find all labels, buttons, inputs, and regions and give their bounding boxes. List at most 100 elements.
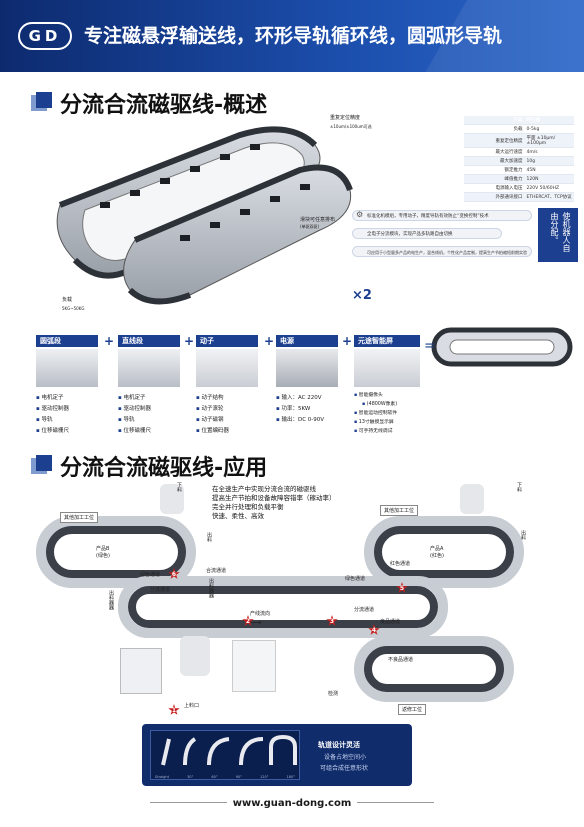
step-star-icon: 3: [326, 615, 338, 626]
product-b-color: (绿色): [96, 553, 110, 559]
component-item: 位移磁栅尺: [36, 428, 69, 434]
app-feature: 提高生产节拍和设备故障容错率（稼动率）: [212, 494, 336, 502]
small-loop-illustration: [431, 327, 573, 367]
component-item: 驱动控制器: [118, 406, 151, 412]
flow-label: 产线流向: [250, 611, 271, 617]
app-feature: 快速、柔性、高效: [212, 512, 264, 520]
design-title: 轨道设计灵活: [318, 741, 360, 749]
feature-pill-1: 标准化机模组，专用动子，精度导轨有效防止“变换控制”技术: [352, 210, 532, 221]
application-features: 在全速生产中实现分流合流的磁驱线 提高生产节拍和设备故障容错率（稼动率） 完全并…: [212, 485, 336, 521]
component-item: 动子磁钢: [196, 417, 224, 423]
angle-label: 60°: [211, 775, 218, 779]
component-mover: 动子 动子结构 动子滚轮 动子磁钢 位置编码器: [196, 335, 258, 437]
unload-right-label: 出料: [520, 530, 526, 540]
overview-track-illustration: [56, 126, 353, 305]
accuracy-callout: 重复定位精度: [330, 115, 361, 121]
right-loop-outer: [364, 516, 524, 588]
load-callout: 负载: [62, 297, 73, 303]
angle-label: 30°: [187, 775, 194, 779]
plus-icon: +: [184, 334, 195, 348]
split-channel-label-2: 分流通道: [354, 607, 375, 613]
plus-icon: +: [264, 334, 275, 348]
component-item: 13寸触摸显示屏: [354, 420, 394, 425]
feature-pill-3: 可应用于小型量多产品的电生产，混合线机，个性化产品定制，提高生产节拍缩短前期实验: [352, 246, 532, 257]
plus-icon: +: [104, 334, 115, 348]
robot-arm-loader: [180, 636, 210, 676]
spec-val: 0-5kg: [524, 124, 574, 134]
angle-label: 90°: [235, 775, 242, 779]
spec-key: 电源输入电压: [464, 183, 525, 193]
arrow-right-icon: ⟶: [250, 618, 262, 627]
spec-key: 最大运行速度: [464, 147, 525, 157]
step-star-icon: 2: [242, 615, 254, 626]
spec-val: 平面 ±10μm/±100μm: [524, 133, 574, 148]
left-loop-outer: [36, 516, 196, 588]
spec-key: 额定推力: [464, 165, 525, 175]
smart-screen-image: [354, 349, 420, 387]
step-star-icon: 6: [168, 568, 180, 579]
product-a-color: (红色): [430, 553, 444, 559]
component-item: 功率：5KW: [276, 406, 310, 412]
green-channel-label-2: 绿色通道: [345, 576, 366, 582]
left-side-label: 出料器器: [108, 590, 114, 610]
product-a-label: 产品A: [430, 546, 444, 552]
reject-loop-outer: [354, 636, 514, 702]
merge-channel-label: 合流通道: [206, 568, 227, 574]
accuracy-value: ±10um/±100um可选: [330, 124, 372, 129]
split-channel-label: 分流通道: [150, 587, 171, 593]
component-title: 电源: [276, 335, 338, 347]
component-item: 输入：AC 220V: [276, 395, 322, 401]
spec-val: 45N: [524, 165, 574, 175]
app-feature: 完全并行处理和负载平衡: [212, 503, 284, 511]
component-item: 电机定子: [118, 395, 146, 401]
vertical-note: 使机器人自由分配。: [538, 208, 578, 262]
main-loop: [128, 586, 438, 628]
component-item: (4800W像素): [354, 402, 397, 407]
spec-head-type: 环行线: [524, 116, 574, 125]
component-title: 圆弧段: [36, 335, 98, 347]
slider-icon: ⚙: [356, 210, 364, 219]
section2-title: 分流合流磁驱线-应用: [60, 456, 268, 481]
right-side-label: 出料器器: [208, 578, 214, 598]
spec-val: 220V 50/60HZ: [524, 183, 574, 193]
step-star-icon: 5: [396, 582, 408, 593]
company-logo: GD: [18, 22, 72, 50]
component-item: 位移磁栅尺: [118, 428, 151, 434]
design-line2: 可组合成任意形状: [320, 765, 369, 772]
header-banner: [0, 0, 584, 72]
component-item: 动子结构: [196, 395, 224, 401]
design-line1: 设备占地空间小: [324, 754, 367, 761]
spec-key: 外部通讯接口: [464, 192, 525, 202]
component-straight: 直线段 电机定子 驱动控制器 导轨 位移磁栅尺: [118, 335, 180, 437]
component-item: 导轨: [36, 417, 53, 423]
step-star-icon: 4: [368, 624, 380, 635]
component-item: 可手持无线调试: [354, 429, 392, 434]
spec-key: 重复定位精度: [464, 133, 525, 148]
component-item: 驱动控制器: [36, 406, 69, 412]
component-item: 位置编码器: [196, 428, 229, 434]
step-star-icon: 1: [168, 704, 180, 715]
loading-rack: [120, 648, 162, 694]
down-left-label: 下料: [176, 482, 182, 492]
multiplier-label: ×2: [352, 288, 372, 303]
section-marker-icon: [36, 92, 52, 108]
website-url[interactable]: www.guan-dong.com: [0, 798, 584, 809]
app-feature: 在全速生产中实现分流合流的磁驱线: [212, 485, 316, 493]
left-loop: [46, 526, 186, 578]
component-power: 电源 输入：AC 220V 功率：5KW 输出：DC 0-90V: [276, 335, 338, 426]
header-slogan: 专注磁悬浮输送线，环形导轨循环线，圆弧形导轨: [84, 25, 503, 47]
straight-segment-image: [118, 349, 180, 387]
reject-loop: [364, 646, 504, 692]
power-supply-image: [276, 349, 338, 387]
spec-head-product: 产品: [464, 116, 525, 125]
component-item: 智能摄像头: [354, 393, 383, 398]
section1-title: 分流合流磁驱线-概述: [60, 93, 268, 118]
component-item: 电机定子: [36, 395, 64, 401]
product-b-label: 产品B: [96, 546, 110, 552]
mover-image: [196, 349, 258, 387]
component-smart-screen: 元途智能屏 智能摄像头 (4800W像素) 智能运动控制软件 13寸触摸显示屏 …: [354, 335, 420, 436]
spec-val: 4m/s: [524, 147, 574, 157]
spec-key: 负载: [464, 124, 525, 134]
